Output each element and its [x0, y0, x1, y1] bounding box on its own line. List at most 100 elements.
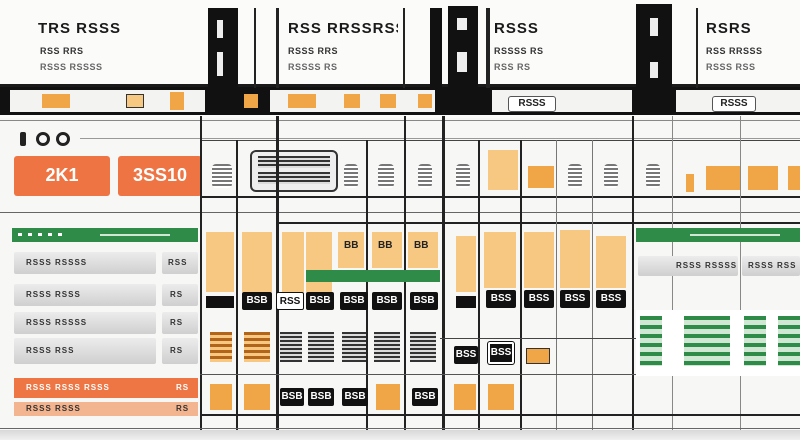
grid-rule	[200, 140, 800, 141]
toolbar-button-3ss10[interactable]: 3SS10	[118, 156, 202, 196]
black-label[interactable]: BSS	[560, 290, 590, 308]
header-pillar-slot	[217, 20, 223, 38]
header-key[interactable]	[380, 94, 396, 108]
grid-rule	[0, 428, 800, 429]
black-label[interactable]: BSB	[412, 388, 438, 406]
black-label[interactable]: BSB	[410, 292, 438, 310]
header-rule	[0, 84, 800, 87]
stock-block[interactable]	[210, 384, 232, 410]
list-item-highlight[interactable]	[14, 378, 198, 398]
left-list-header-bar	[100, 234, 170, 236]
list-item-value-text: RS	[176, 383, 190, 392]
header-key[interactable]	[244, 94, 258, 108]
black-label[interactable]: BSS	[524, 290, 554, 308]
header-key[interactable]	[42, 94, 70, 108]
stock-cell[interactable]	[372, 232, 402, 268]
stock-cell[interactable]	[282, 232, 304, 292]
header-key[interactable]	[288, 94, 316, 108]
black-label[interactable]: BSB	[308, 388, 334, 406]
stock-block[interactable]	[686, 174, 694, 192]
black-label[interactable]: BSS	[596, 290, 626, 308]
black-label[interactable]: BSB	[306, 292, 334, 310]
list-item[interactable]	[14, 338, 156, 364]
stock-cell-label: BB	[344, 240, 359, 251]
list-item-value[interactable]	[162, 284, 198, 306]
header-pillar-slot	[457, 18, 467, 30]
panel-2-subtitle: RSSS RRS	[288, 46, 339, 56]
stock-block[interactable]	[788, 166, 800, 190]
stock-cell[interactable]	[524, 232, 554, 288]
list-item-value-text: RS	[176, 404, 190, 413]
panel-3-subtitle-2: RSS RS	[494, 62, 531, 72]
stock-block[interactable]	[528, 166, 554, 188]
toolbar-button-2k1[interactable]: 2K1	[14, 156, 110, 196]
header-divider	[276, 8, 279, 88]
header-key[interactable]	[344, 94, 360, 108]
stock-block[interactable]	[706, 166, 740, 190]
grid-column-line	[200, 116, 202, 440]
list-item[interactable]	[14, 312, 156, 334]
indicator-dot	[20, 132, 26, 146]
list-item-label: RSSS RSSS	[26, 290, 81, 299]
grid-rule	[200, 414, 800, 416]
header-pill[interactable]: RSSS	[712, 96, 756, 112]
header-pill[interactable]: RSSS	[508, 96, 556, 112]
grid-column-line	[236, 140, 238, 440]
stock-block[interactable]	[526, 348, 550, 364]
stock-cell[interactable]	[306, 232, 332, 292]
stock-cell[interactable]	[560, 230, 590, 288]
stock-block[interactable]	[748, 166, 778, 190]
stock-cell[interactable]	[596, 236, 626, 288]
header-key[interactable]	[418, 94, 432, 108]
rack-slot	[308, 332, 334, 362]
header-pillar	[430, 8, 442, 88]
list-item-value[interactable]	[162, 338, 198, 364]
list-item-value-text: RS	[170, 346, 184, 355]
header-key[interactable]	[170, 92, 184, 110]
stock-cell[interactable]	[206, 232, 234, 292]
grid-column-line	[556, 140, 557, 440]
stock-block[interactable]	[488, 150, 518, 190]
black-label[interactable]: BSS	[486, 290, 516, 308]
grid-column-line	[520, 140, 522, 440]
black-label[interactable]: BSB	[280, 388, 304, 406]
control-unit-grille	[258, 172, 330, 184]
list-item-value[interactable]	[162, 312, 198, 334]
list-item-value[interactable]	[162, 252, 198, 274]
stock-cell[interactable]	[456, 236, 476, 292]
black-label[interactable]: BSS	[488, 342, 514, 364]
indicator-ring[interactable]	[56, 132, 70, 146]
list-item[interactable]	[14, 252, 156, 274]
right-panel-stripe	[778, 316, 800, 366]
vent-grille	[456, 164, 470, 188]
stock-cell[interactable]	[408, 232, 438, 268]
header-divider	[696, 8, 698, 88]
stock-block[interactable]	[244, 384, 270, 410]
list-item[interactable]	[14, 284, 156, 306]
panel-4-title: RSRS	[706, 20, 752, 37]
header-key[interactable]	[126, 94, 144, 108]
indicator-ring[interactable]	[36, 132, 50, 146]
stock-cell[interactable]	[242, 232, 272, 292]
black-label[interactable]: BSB	[342, 388, 368, 406]
stock-block[interactable]	[376, 384, 400, 410]
stock-cell[interactable]	[484, 232, 516, 288]
grid-rule	[0, 212, 800, 213]
stock-block[interactable]	[488, 384, 514, 410]
black-label[interactable]: RSS	[276, 292, 304, 310]
stock-cell[interactable]	[338, 232, 364, 268]
right-panel-row[interactable]	[742, 256, 800, 276]
black-label[interactable]: BSB	[372, 292, 402, 310]
stock-block[interactable]	[454, 384, 476, 410]
black-label[interactable]: BSS	[454, 346, 478, 364]
list-item-label: RSSS RSSSS	[26, 258, 88, 267]
list-item-highlight[interactable]	[14, 402, 198, 416]
black-label[interactable]: BSB	[242, 292, 272, 310]
panel-3-title: RSSS	[494, 20, 539, 37]
list-item-value-text: RSS	[168, 258, 188, 267]
rack-slot	[342, 332, 366, 362]
right-panel-row[interactable]	[638, 256, 738, 276]
grid-column-line	[276, 116, 279, 440]
vent-grille	[604, 164, 618, 188]
black-label[interactable]: BSB	[340, 292, 368, 310]
